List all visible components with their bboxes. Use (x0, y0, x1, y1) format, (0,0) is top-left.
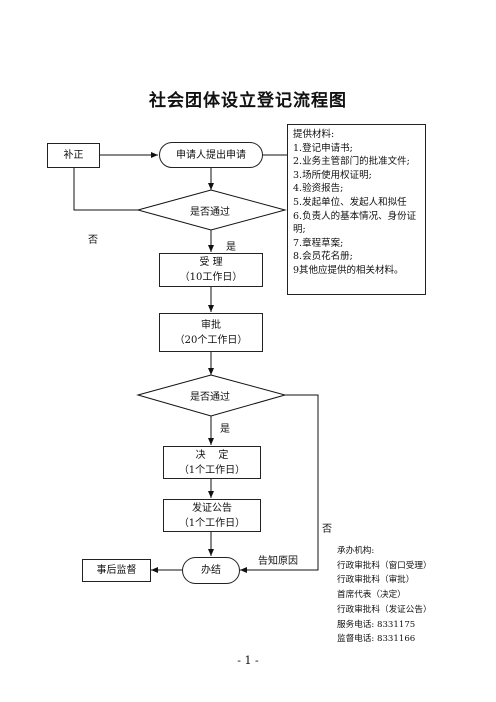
arrow-check1-no-to-supplement (73, 168, 138, 211)
finish-box: 办结 (182, 557, 240, 584)
edge-yes1-label: 是 (226, 242, 236, 253)
materials-line: 6.负责人的基本情况、身份证明; (293, 210, 417, 236)
agency-line: 行政审批科（窗口受理） (337, 560, 432, 571)
accept-label: 受 理 (199, 257, 223, 268)
page-title: 社会团体设立登记流程图 (149, 91, 347, 111)
agency-line: 承办机构: (337, 546, 375, 556)
materials-line: 7.章程草案; (293, 237, 344, 249)
apply-label: 申请人提出申请 (176, 149, 246, 161)
check2-label: 是否通过 (190, 392, 230, 403)
approve-box: 审批 （20个工作日） (159, 313, 263, 352)
accept-duration: （10工作日） (179, 272, 243, 283)
agency-info: 承办机构: 行政审批科（窗口受理） 行政审批科（审批） 首席代表（决定） 行政审… (337, 544, 432, 647)
edge-yes2-label: 是 (220, 424, 230, 435)
materials-box: 提供材料: 1.登记申请书; 2.业务主管部门的批准文件; 3.场所使用权证明;… (287, 124, 426, 295)
apply-box: 申请人提出申请 (159, 142, 263, 168)
page-number: - 1 - (237, 654, 259, 667)
materials-line: 1.登记申请书; (293, 142, 353, 154)
approve-label: 审批 (201, 319, 221, 331)
check1-label: 是否通过 (190, 207, 230, 218)
supplement-box: 补正 (47, 143, 100, 168)
announce-duration: （1个工作日） (178, 517, 246, 529)
materials-line: 8.会员花名册; (293, 251, 353, 263)
materials-line: 2.业务主管部门的批准文件; (293, 156, 410, 168)
decide-box: 决 定 （1个工作日） (163, 446, 261, 479)
agency-line: 行政审批科（审批） (337, 575, 415, 586)
edge-notify-label: 告知原因 (258, 556, 298, 567)
agency-line: 服务电话: 8331175 (337, 619, 416, 630)
supplement-label: 补正 (63, 150, 84, 161)
materials-line: 9其他应提供的相关材料。 (293, 264, 404, 276)
decide-label: 决 定 (195, 449, 229, 461)
materials-line: 提供材料: (293, 129, 335, 140)
approve-duration: （20个工作日） (174, 334, 248, 346)
edge-no1-label: 否 (88, 235, 98, 246)
materials-line: 3.场所使用权证明; (293, 169, 372, 181)
materials-line: 5.发起单位、发起人和拟任 (293, 196, 407, 208)
agency-line: 行政审批科（发证公告） (337, 604, 432, 615)
decide-duration: （1个工作日） (178, 464, 246, 476)
accept-box: 受 理 （10工作日） (159, 253, 263, 287)
agency-line: 首席代表（决定） (337, 590, 406, 601)
arrow-check2-no-to-finish (240, 394, 319, 573)
supervise-label: 事后监督 (96, 565, 137, 576)
agency-line: 监督电话: 8331166 (337, 634, 416, 645)
materials-line: 4.验资报告; (293, 183, 344, 195)
announce-box: 发证公告 （1个工作日） (163, 499, 261, 532)
supervise-box: 事后监督 (82, 559, 151, 582)
announce-label: 发证公告 (192, 502, 232, 514)
finish-label: 办结 (201, 565, 221, 576)
decision-check2-shape (136, 374, 287, 417)
edge-no2-label: 否 (322, 524, 332, 535)
decision-check1-shape (136, 189, 287, 231)
